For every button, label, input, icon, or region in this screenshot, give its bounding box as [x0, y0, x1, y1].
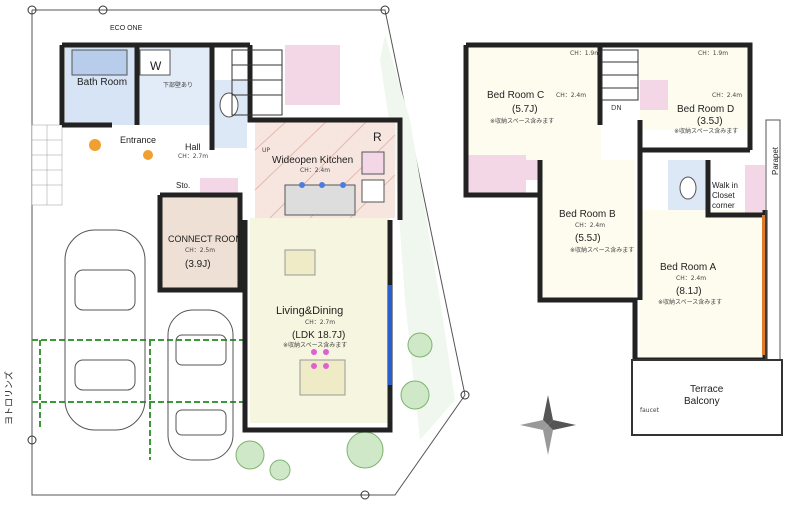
living-ch: CH：2.7m — [305, 319, 335, 326]
faucet-label: faucet — [640, 407, 660, 414]
w-label: W — [150, 59, 162, 73]
toilet-2f-bowl — [679, 176, 697, 200]
walk-in-2: Closet — [712, 191, 735, 200]
bed-c-fill — [466, 45, 601, 160]
entrance-light — [89, 139, 101, 151]
walk-in-3: corner — [712, 201, 735, 210]
street-label: ヨトロリンズ — [3, 371, 14, 425]
dining-table — [299, 359, 346, 396]
sofa — [284, 249, 316, 276]
hall-label: Hall — [185, 142, 201, 152]
kitchen-label: Wideopen Kitchen — [272, 155, 353, 166]
bed-d-storage: ※収納スペース含みます — [674, 127, 738, 135]
ch-24-d: CH：2.4m — [712, 92, 742, 99]
compass-icon — [520, 395, 576, 455]
bed-a-label: Bed Room A — [660, 262, 716, 273]
pink-b — [515, 160, 540, 180]
entrance-label: Entrance — [120, 135, 156, 145]
bed-b-ch: CH：2.4m — [575, 222, 605, 229]
bed-c-storage: ※収納スペース含みます — [490, 117, 554, 125]
r-label: R — [373, 130, 382, 144]
bed-b-size: (5.5J) — [575, 233, 601, 244]
kitchen-lights — [299, 182, 346, 188]
walk-in-1: Walk in — [712, 181, 738, 190]
up-label: UP — [262, 147, 270, 154]
toilet — [219, 92, 239, 118]
site-boundary — [27, 5, 470, 500]
pink-a — [745, 165, 765, 215]
stairs-upper — [601, 49, 639, 101]
stairs-ground — [231, 49, 283, 116]
entrance-light-2 — [143, 150, 153, 160]
ch-19-d: CH：1.9m — [698, 50, 728, 57]
living-label: Living&Dining — [276, 305, 343, 317]
window-living — [388, 285, 392, 385]
bed-c-label: Bed Room C — [487, 90, 544, 101]
pink-storage — [285, 45, 340, 105]
parking-lines — [32, 339, 245, 460]
connect-ch: CH：2.5m — [185, 247, 215, 254]
connect-room-label: CONNECT ROOM — [168, 234, 243, 244]
bathtub — [71, 49, 128, 76]
bed-c-size: (5.7J) — [512, 104, 538, 115]
car-right — [167, 309, 234, 461]
eco-one-label: ECO ONE — [110, 25, 143, 32]
ceiling-lights — [311, 349, 329, 369]
terrace-label: Terrace — [690, 384, 724, 395]
kitchen-ch: CH：2.4m — [300, 167, 330, 174]
washing-machine — [139, 49, 171, 76]
sto-label: Sto. — [176, 181, 190, 190]
terrace — [631, 359, 783, 436]
window-a — [762, 215, 765, 355]
bath-room-label: Bath Room — [77, 77, 127, 88]
bed-a-size: (8.1J) — [676, 286, 702, 297]
entrance-tiles — [31, 124, 63, 206]
hall-ch: CH：2.7m — [178, 153, 208, 160]
connect-room-fill — [160, 198, 240, 288]
bed-b-storage: ※収納スペース含みます — [570, 246, 634, 254]
dn-label: DN — [611, 104, 622, 112]
balcony-label: Balcony — [684, 396, 720, 407]
bed-c-ch: CH：2.4m — [556, 92, 586, 99]
fridge — [361, 151, 385, 175]
living-size: (LDK 18.7J) — [292, 330, 345, 341]
ch-19-c: CH：1.9m — [570, 50, 600, 57]
bed-a-ch: CH：2.4m — [676, 275, 706, 282]
bed-d-size: (3.5J) — [697, 116, 723, 127]
pink-d — [640, 80, 668, 110]
bed-d-label: Bed Room D — [677, 104, 734, 115]
bed-a-fill — [640, 210, 765, 360]
parapet-label: Parapet — [771, 146, 780, 175]
kitchen-island — [284, 184, 356, 216]
bed-a-storage: ※収納スペース含みます — [658, 298, 722, 306]
stove — [361, 179, 385, 203]
living-storage-note: ※収納スペース含みます — [283, 341, 347, 349]
bed-b-label: Bed Room B — [559, 209, 616, 220]
car-left — [64, 229, 146, 431]
under-floor-note: 下部壁あり — [163, 81, 193, 89]
connect-size: (3.9J) — [185, 259, 211, 270]
bed-b-fill — [540, 160, 635, 300]
